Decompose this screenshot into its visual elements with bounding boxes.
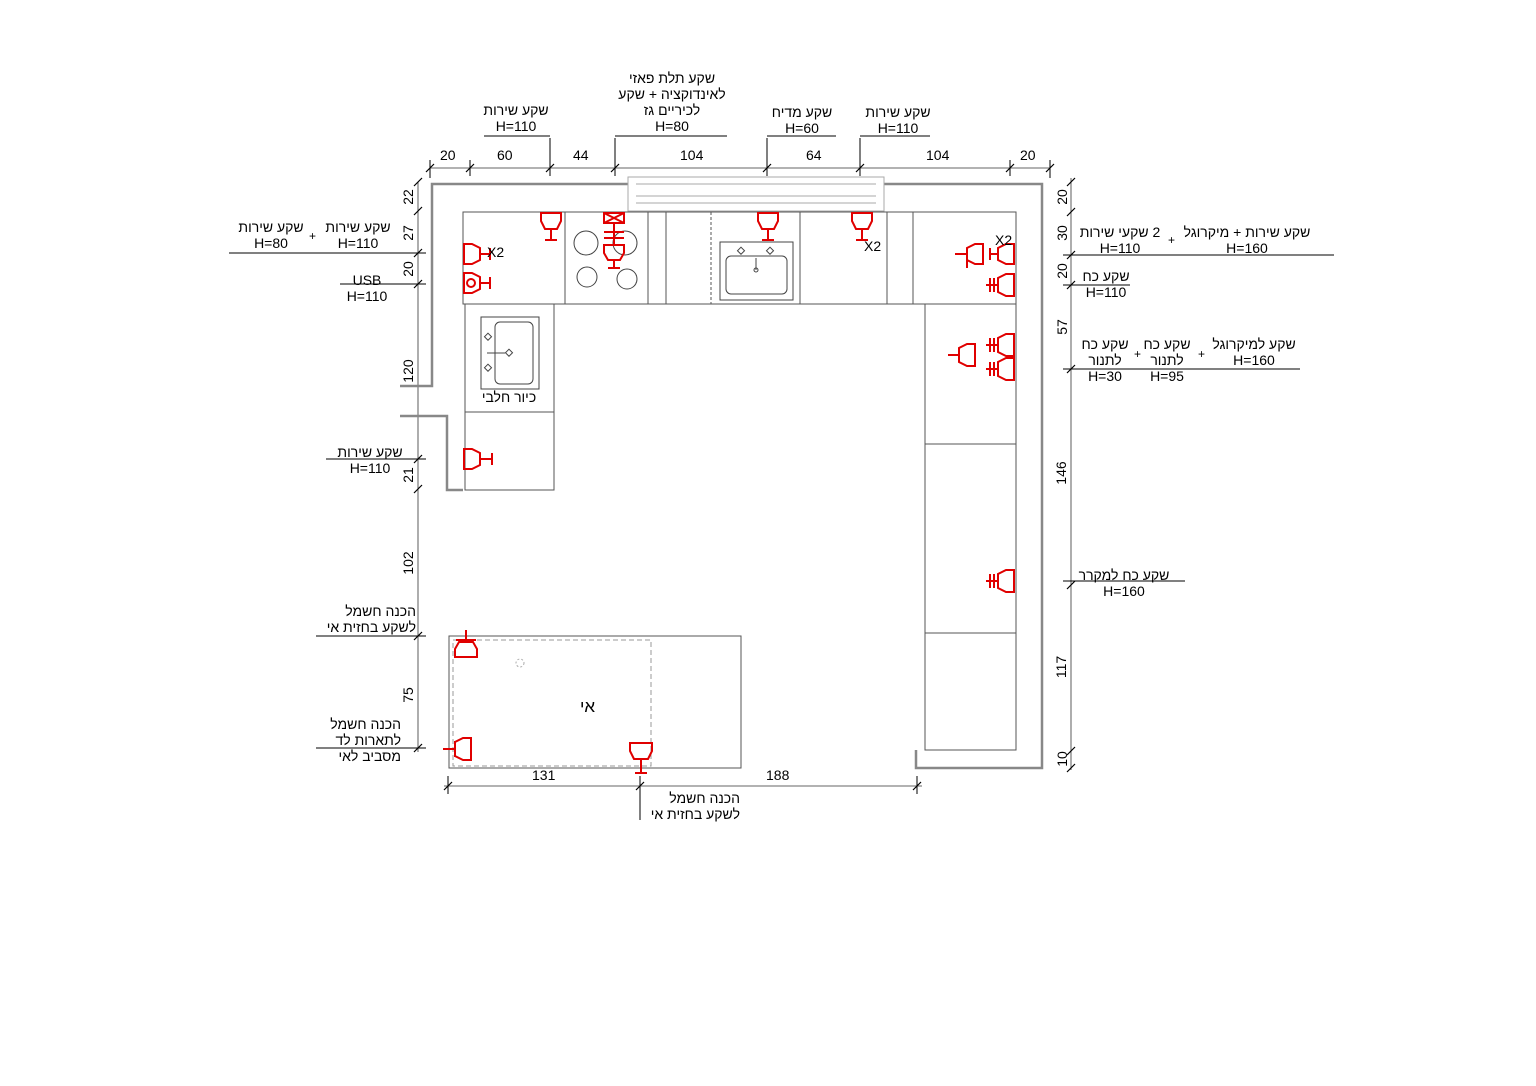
outlet-island-led [443, 737, 472, 761]
plus-right-microwave: + [1198, 347, 1206, 361]
left-dim-22: 22 [400, 189, 416, 205]
main-sink [719, 241, 794, 301]
outlet-top-right [851, 212, 873, 241]
outlet-three-phase [603, 212, 625, 269]
plus-right-top: + [1168, 233, 1176, 247]
annotation-island: אי [580, 697, 596, 716]
right-dim-57: 57 [1054, 319, 1070, 335]
outlet-left-usb [463, 272, 491, 294]
outlet-dishwasher [757, 212, 779, 241]
left-dim-120: 120 [400, 359, 416, 383]
top-dim-64: 64 [806, 147, 822, 163]
left-dimension-line [229, 177, 426, 753]
right-dim-146: 146 [1053, 461, 1069, 485]
right-dimension-line [1063, 177, 1334, 773]
top-dim-104-right: 104 [926, 147, 950, 163]
outlet-top-left [540, 212, 562, 241]
window [627, 176, 885, 212]
outlet-island-top [454, 630, 478, 658]
outlet-right-2 [989, 243, 1015, 265]
annotation-x2-right: X2 [995, 232, 1013, 248]
right-dim-20: 20 [1054, 263, 1070, 279]
top-dimension-line [425, 135, 1055, 178]
right-dim-117: 117 [1053, 655, 1069, 679]
plus-right-oven: + [1134, 347, 1142, 361]
bottom-dim-188: 188 [766, 767, 790, 783]
left-dim-27: 27 [400, 225, 416, 241]
plus-left-top: + [309, 229, 317, 243]
top-dim-104-left: 104 [680, 147, 704, 163]
outlet-right-fridge [986, 569, 1015, 593]
outlet-right-1 [955, 243, 984, 268]
cooktop [573, 230, 638, 290]
bottom-dim-131: 131 [532, 767, 556, 783]
left-dim-75: 75 [400, 687, 416, 703]
annotation-x2-mid: X2 [864, 238, 882, 254]
outlets [443, 212, 1015, 774]
outlet-right-power [986, 273, 1015, 297]
cabinets [448, 211, 1017, 769]
outlet-left-lower [463, 448, 493, 470]
walls [400, 182, 1044, 770]
dairy-sink [480, 316, 540, 390]
bottom-dimension-line [443, 776, 922, 820]
top-dim-60: 60 [497, 147, 513, 163]
annotation-dairy-sink: כיור חלבי [481, 389, 537, 405]
outlet-right-oven-high [986, 333, 1015, 357]
top-dim-44: 44 [573, 147, 589, 163]
outlet-left-x2 [463, 243, 491, 265]
annotation-x2-left: X2 [487, 244, 505, 260]
left-dim-20: 20 [400, 261, 416, 277]
top-dim-20-right: 20 [1020, 147, 1036, 163]
right-dim-30: 30 [1054, 225, 1070, 241]
left-dim-102: 102 [400, 551, 416, 575]
top-dim-20-left: 20 [440, 147, 456, 163]
outlet-right-microwave [948, 343, 976, 367]
right-dim-20-top: 20 [1054, 189, 1070, 205]
outlet-island-bottom [629, 742, 653, 774]
island-drain [515, 658, 525, 668]
outlet-right-oven-low [986, 357, 1015, 381]
right-dim-10: 10 [1054, 751, 1070, 767]
